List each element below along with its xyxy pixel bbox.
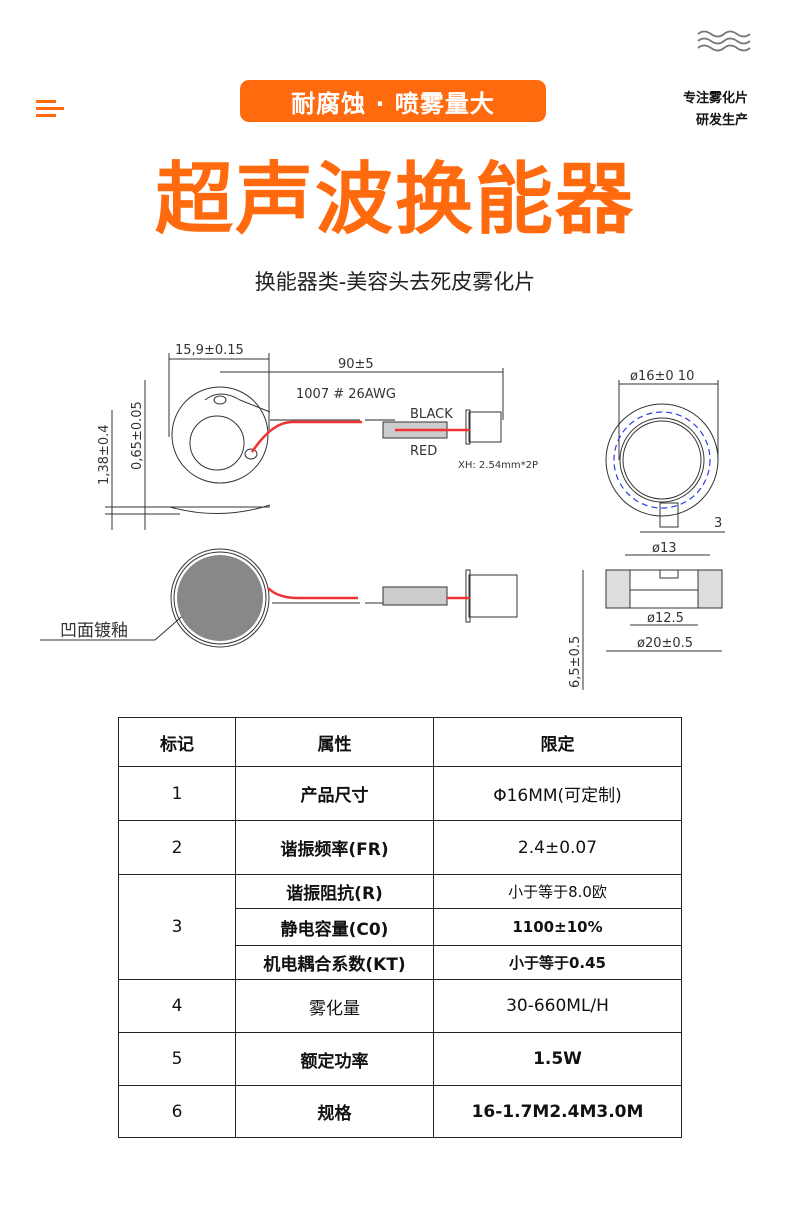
tagline-line-1: 专注雾化片: [682, 91, 748, 106]
connector-label: XH: 2.54mm*2P: [458, 460, 538, 471]
coated-surface: [177, 555, 263, 641]
red-wire: [250, 420, 362, 453]
table-row: 6 规格 16-1.7M2.4M3.0M: [118, 1085, 682, 1138]
dim-length-label: 90±5: [338, 357, 374, 372]
menu-icon[interactable]: [36, 100, 64, 118]
row-mark: 2: [118, 820, 236, 875]
dim-d13-label: ø13: [652, 541, 677, 556]
wave-icon: [697, 30, 751, 52]
row-value: Φ16MM(可定制): [433, 766, 682, 821]
page-subtitle: 换能器类-美容头去死皮雾化片: [254, 270, 536, 294]
tagline-line-2: 研发生产: [695, 113, 748, 128]
row-value: 2.4±0.07: [433, 820, 682, 875]
row-mark: 5: [118, 1032, 236, 1086]
header-attr: 属性: [235, 717, 434, 767]
row-value: 1.5W: [433, 1032, 682, 1086]
row-attr: 规格: [235, 1085, 434, 1138]
dim-3-label: 3: [714, 516, 722, 531]
thickness-total-label: 1,38±0.4: [97, 424, 112, 485]
table-row: 2 谐振频率(FR) 2.4±0.07: [118, 820, 682, 875]
row-attr: 雾化量: [235, 979, 434, 1033]
table-row: 静电容量(C0) 1100±10%: [119, 908, 682, 946]
header-mark: 标记: [118, 717, 236, 767]
row-value: 小于等于8.0欧: [433, 874, 682, 909]
table-header-row: 标记 属性 限定: [118, 717, 682, 767]
dim-d12-5-label: ø12.5: [647, 611, 684, 626]
row-mark: 1: [118, 766, 236, 821]
row-attr: 产品尺寸: [235, 766, 434, 821]
row-attr: 谐振阻抗(R): [235, 874, 434, 909]
page-title: 超声波换能器: [154, 155, 635, 245]
dim-d20-label: ø20±0.5: [637, 636, 693, 651]
row-value: 小于等于0.45: [433, 945, 682, 980]
table-row: 1 产品尺寸 Φ16MM(可定制): [118, 766, 682, 821]
wire-black-label: BLACK: [410, 407, 453, 422]
row-mark: 4: [118, 979, 236, 1033]
row-mark: 3: [118, 874, 236, 980]
wire-spec-label: 1007 # 26AWG: [296, 387, 396, 402]
wire-red-label: RED: [410, 444, 437, 459]
row-attr: 机电耦合系数(KT): [235, 945, 434, 980]
dim-outer-label: 15,9±0.15: [175, 343, 244, 358]
row-value: 16-1.7M2.4M3.0M: [433, 1085, 682, 1138]
table-row: 5 额定功率 1.5W: [118, 1032, 682, 1086]
header-value: 限定: [433, 717, 682, 767]
row-attr: 额定功率: [235, 1032, 434, 1086]
row-attr: 静电容量(C0): [235, 908, 434, 946]
thickness-plate-label: 0,65±0.05: [130, 401, 145, 470]
table-row: 机电耦合系数(KT) 小于等于0.45: [119, 945, 682, 980]
dim-d16-label: ø16±0 10: [630, 369, 694, 384]
spec-table: 标记 属性 限定 1 产品尺寸 Φ16MM(可定制) 2 谐振频率(FR) 2.…: [118, 717, 682, 1138]
dim-height-label: 6,5±0.5: [568, 636, 583, 688]
table-row: 3 谐振阻抗(R) 小于等于8.0欧: [118, 874, 682, 980]
wire-sleeve: [382, 421, 448, 439]
row-attr: 谐振频率(FR): [235, 820, 434, 875]
row-value: 1100±10%: [433, 908, 682, 946]
row-value: 30-660ML/H: [433, 979, 682, 1033]
table-row: 4 雾化量 30-660ML/H: [118, 979, 682, 1033]
feature-badge: 耐腐蚀 · 喷雾量大: [240, 80, 546, 122]
coating-label: 凹面镀釉: [60, 621, 128, 641]
row-mark: 6: [118, 1085, 236, 1138]
plate-outline: [171, 386, 269, 484]
